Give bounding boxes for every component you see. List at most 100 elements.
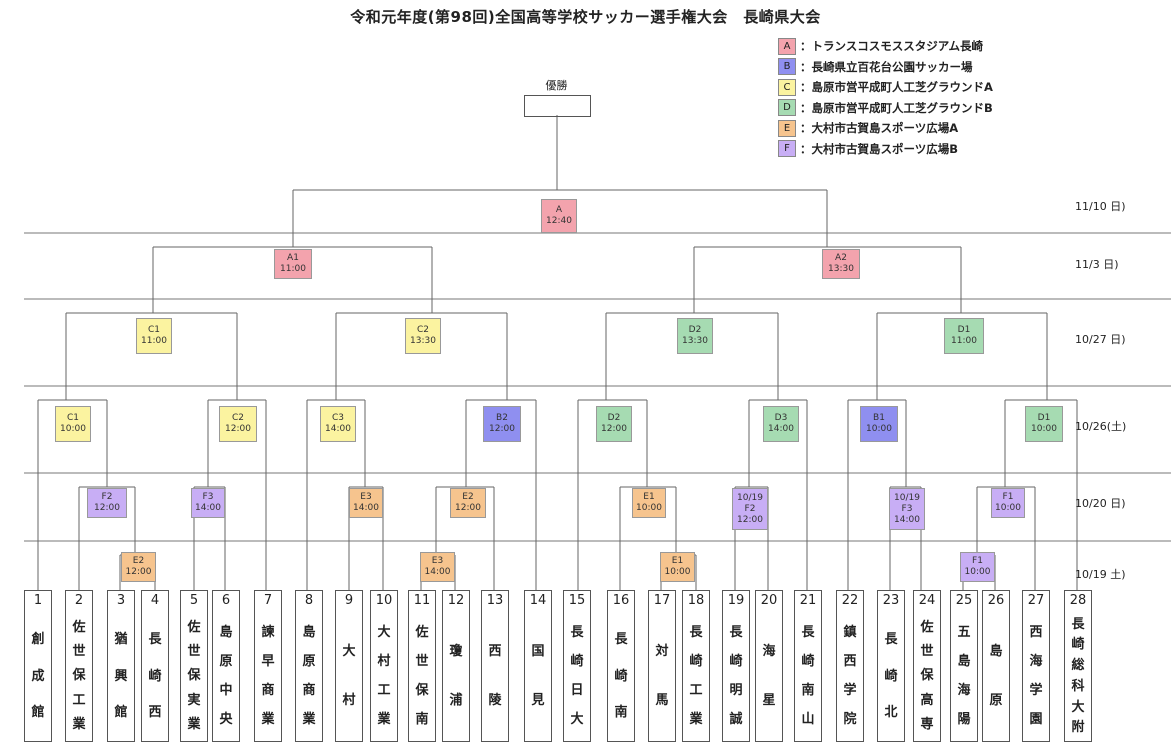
legend-row-e: E ：大村市古賀島スポーツ広場A bbox=[778, 118, 993, 139]
match-time: 12:00 bbox=[125, 567, 152, 577]
venue-name: ：大村市古賀島スポーツ広場A bbox=[800, 121, 959, 136]
team-name: 長崎西 bbox=[148, 632, 162, 720]
winner-box bbox=[524, 95, 591, 117]
match-code: A1 bbox=[287, 253, 299, 263]
team-name: 創成館 bbox=[31, 632, 45, 720]
venue-name: ：島原市営平成町人工芝グラウンドA bbox=[800, 80, 993, 95]
team-number: 28 bbox=[1069, 593, 1087, 608]
winner-label: 優勝 bbox=[545, 79, 568, 92]
team-number: 19 bbox=[727, 593, 745, 608]
team-number: 24 bbox=[918, 593, 936, 608]
match-code: E2 bbox=[462, 492, 474, 502]
match-time: 12:00 bbox=[489, 424, 515, 434]
team-number: 9 bbox=[344, 593, 354, 608]
team-name: 諫早商業 bbox=[261, 625, 275, 727]
match-time: 14:00 bbox=[894, 514, 920, 525]
team-number: 7 bbox=[263, 593, 273, 608]
team-number: 20 bbox=[760, 593, 778, 608]
team-name: 長崎北 bbox=[884, 632, 898, 720]
match-code: E3 bbox=[360, 492, 372, 502]
team-number: 2 bbox=[74, 593, 84, 608]
match-code: C1 bbox=[147, 325, 160, 335]
team-name: 大村工業 bbox=[377, 625, 391, 727]
round-date-round-1: 10/19 土) bbox=[1075, 568, 1126, 581]
team-number: 16 bbox=[612, 593, 630, 608]
match-code: E1 bbox=[643, 492, 655, 502]
match-code: F3 bbox=[202, 492, 214, 502]
team-name: 長崎南 bbox=[614, 632, 628, 720]
match-code: F3 bbox=[901, 503, 913, 514]
team-card: 8 島原商業 bbox=[295, 590, 323, 742]
match-time: 10:00 bbox=[60, 424, 86, 434]
team-name: 島原商業 bbox=[302, 625, 316, 727]
match-code: D2 bbox=[607, 413, 621, 423]
match-time: 11:00 bbox=[951, 336, 977, 346]
team-name: 対馬 bbox=[655, 644, 669, 708]
match-time: 10:00 bbox=[636, 503, 662, 513]
match-code: 10/19 bbox=[737, 492, 763, 503]
team-name: 大村 bbox=[342, 644, 356, 708]
round-date-final: 11/10 日) bbox=[1075, 200, 1126, 213]
team-name: 佐世保実業 bbox=[187, 620, 201, 732]
team-card: 1 創成館 bbox=[24, 590, 52, 742]
round-date-round-of-16: 10/26(土) bbox=[1075, 420, 1127, 433]
team-number: 27 bbox=[1027, 593, 1045, 608]
match-code: F2 bbox=[744, 503, 756, 514]
match-code: B2 bbox=[496, 413, 508, 423]
match-time: 14:00 bbox=[768, 424, 794, 434]
page-title: 令和元年度(第98回)全国高等学校サッカー選手権大会 長崎県大会 bbox=[350, 8, 821, 26]
team-card: 26 島原 bbox=[982, 590, 1010, 742]
match-code: D3 bbox=[774, 413, 788, 423]
team-name: 鎮西学院 bbox=[843, 625, 857, 727]
team-number: 8 bbox=[304, 593, 314, 608]
venue-code-badge: A bbox=[778, 37, 796, 55]
match-time: 12:40 bbox=[546, 216, 572, 226]
match-time: 10:00 bbox=[964, 567, 991, 577]
match-time: 11:00 bbox=[141, 336, 167, 346]
team-name: 長崎日大 bbox=[570, 625, 584, 727]
team-number: 25 bbox=[955, 593, 973, 608]
match-time: 12:00 bbox=[225, 424, 251, 434]
team-number: 11 bbox=[413, 593, 431, 608]
team-name: 島原 bbox=[989, 644, 1003, 708]
team-number: 26 bbox=[987, 593, 1005, 608]
team-card: 9 大村 bbox=[335, 590, 363, 742]
team-number: 15 bbox=[568, 593, 586, 608]
team-name: 国見 bbox=[531, 644, 545, 708]
team-number: 1 bbox=[33, 593, 43, 608]
match-code: C2 bbox=[231, 413, 244, 423]
team-name: 西海学園 bbox=[1029, 625, 1043, 727]
round-date-round-2: 10/20 日) bbox=[1075, 497, 1126, 510]
match-time: 13:30 bbox=[682, 336, 708, 346]
legend-row-c: C ：島原市営平成町人工芝グラウンドA bbox=[778, 77, 993, 98]
